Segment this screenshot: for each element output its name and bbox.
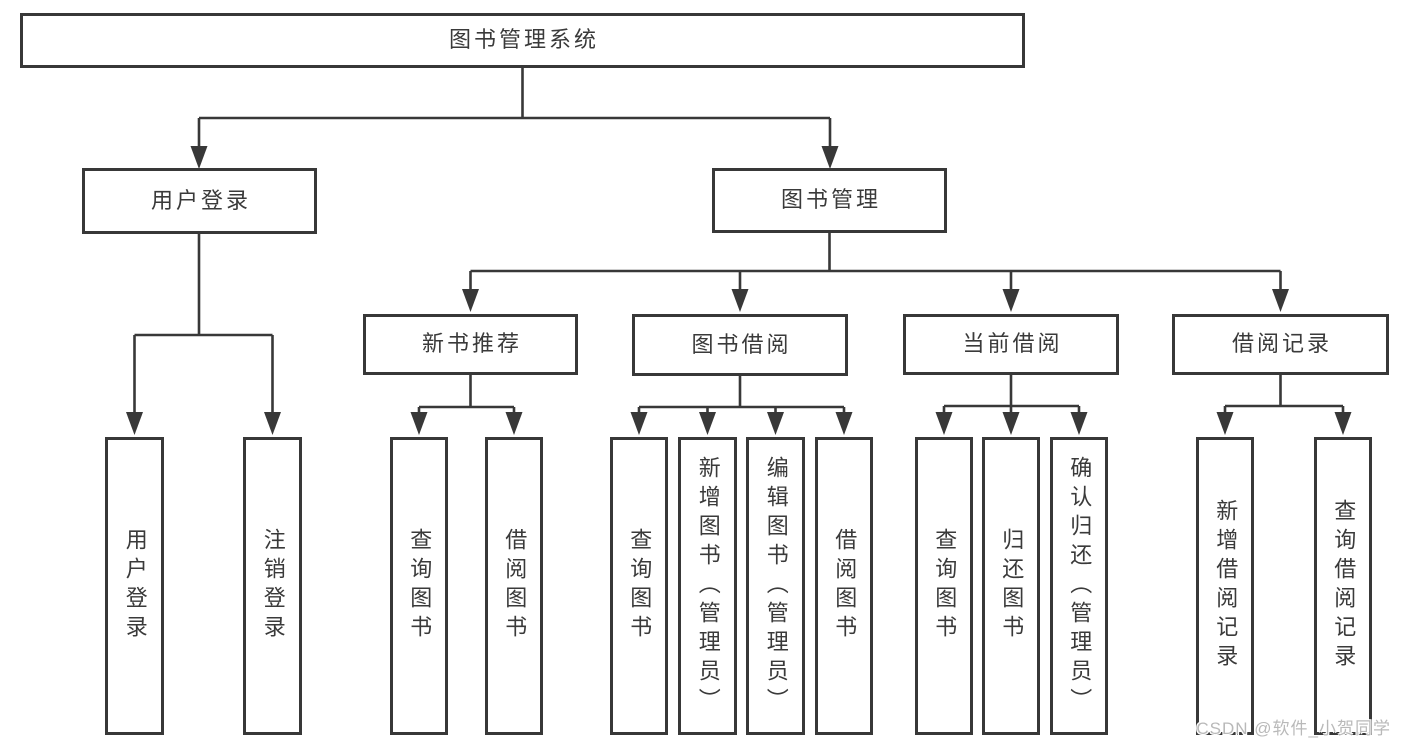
node-cb-confirm-return-admin-leaf: 确认归还（管理员）: [1050, 437, 1108, 735]
node-bb-query-books-leaf: 查询图书: [610, 437, 668, 735]
csdn-watermark: CSDN @软件_小贺同学: [1196, 719, 1391, 738]
node-logout-leaf: 注销登录: [243, 437, 302, 735]
node-rec-query-borrow-record-leaf: 查询借阅记录: [1314, 437, 1372, 735]
node-new-book-recommendation: 新书推荐: [363, 314, 578, 375]
node-cb-return-books-leaf: 归还图书: [982, 437, 1040, 735]
node-bb-borrow-books-leaf: 借阅图书: [815, 437, 873, 735]
node-rec-add-borrow-record-leaf: 新增借阅记录: [1196, 437, 1254, 735]
node-borrowing-records: 借阅记录: [1172, 314, 1389, 375]
node-user-login-leaf: 用户登录: [105, 437, 164, 735]
node-current-borrowing: 当前借阅: [903, 314, 1119, 375]
node-nb-query-books-leaf: 查询图书: [390, 437, 448, 735]
node-cb-query-books-leaf: 查询图书: [915, 437, 973, 735]
node-bb-edit-books-admin-leaf: 编辑图书（管理员）: [746, 437, 805, 735]
node-bb-add-books-admin-leaf: 新增图书（管理员）: [678, 437, 737, 735]
node-book-borrowing: 图书借阅: [632, 314, 848, 376]
node-library-management-system: 图书管理系统: [20, 13, 1025, 68]
node-nb-borrow-books-leaf: 借阅图书: [485, 437, 543, 735]
node-book-management-branch: 图书管理: [712, 168, 947, 233]
node-user-login-branch: 用户登录: [82, 168, 317, 234]
